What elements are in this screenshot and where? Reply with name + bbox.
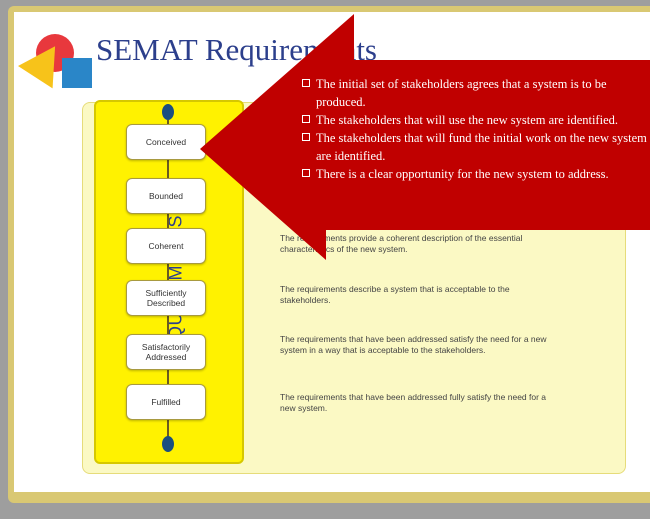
checkbox-icon (302, 133, 310, 141)
description-satisfactorily-addressed: The requirements that have been addresse… (280, 334, 547, 355)
description-coherent: The requirements provide a coherent desc… (280, 233, 523, 254)
start-node (162, 104, 174, 120)
state-coherent[interactable]: Coherent (126, 228, 206, 264)
callout-bullet-text: The initial set of stakeholders agrees t… (316, 77, 607, 109)
description-fulfilled: The requirements that have been addresse… (280, 392, 547, 413)
checkbox-icon (302, 115, 310, 123)
checkbox-icon (302, 79, 310, 87)
callout-bullet: The stakeholders that will use the new s… (300, 111, 650, 129)
description-sufficiently-described: The requirements describe a system that … (280, 284, 510, 305)
state-fulfilled[interactable]: Fulfilled (126, 384, 206, 420)
slide[interactable]: SEMAT Requirements REQUIREMENTS Conceive… (14, 12, 650, 492)
callout-bullet-text: The stakeholders that will fund the init… (316, 131, 647, 163)
state-sufficiently-described[interactable]: Sufficiently Described (126, 280, 206, 316)
end-node (162, 436, 174, 452)
checkbox-icon (302, 169, 310, 177)
callout-bullet: There is a clear opportunity for the new… (300, 165, 650, 183)
logo-blue-square (62, 58, 92, 88)
callout-bullet: The initial set of stakeholders agrees t… (300, 75, 650, 111)
callout-bullet: The stakeholders that will fund the init… (300, 129, 650, 165)
callout-text: The initial set of stakeholders agrees t… (300, 75, 650, 183)
state-bounded[interactable]: Bounded (126, 178, 206, 214)
callout-arrow (200, 14, 650, 260)
state-satisfactorily-addressed[interactable]: Satisfactorily Addressed (126, 334, 206, 370)
state-conceived[interactable]: Conceived (126, 124, 206, 160)
callout-bullet-text: The stakeholders that will use the new s… (316, 113, 618, 127)
callout-bullet-text: There is a clear opportunity for the new… (316, 167, 609, 181)
